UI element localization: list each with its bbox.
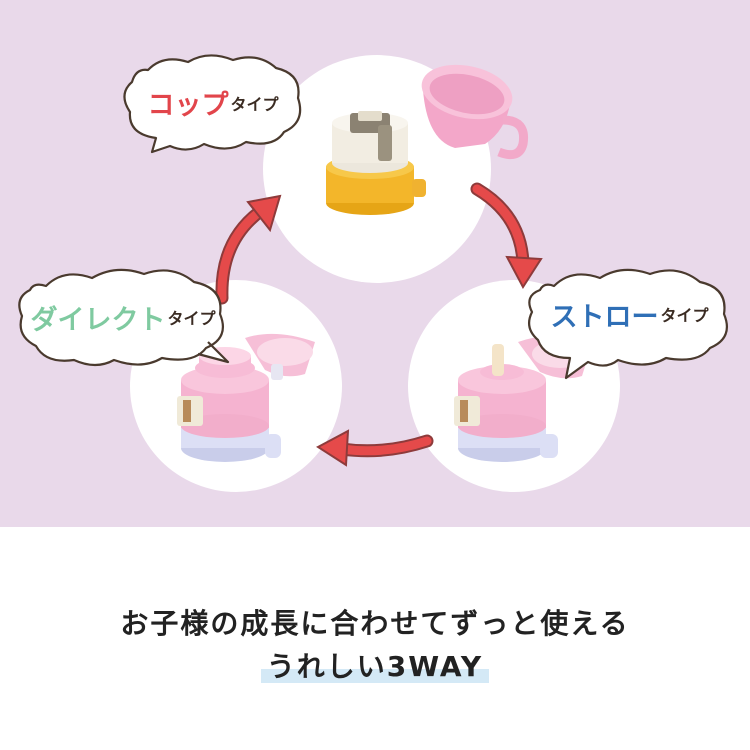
- straw-type-main-text: ストロー: [550, 301, 659, 333]
- direct-type-main-text: ダイレクト: [30, 304, 166, 336]
- straw-type-label: ストロータイプ: [522, 262, 737, 366]
- straw-type-bubble: ストロータイプ: [522, 262, 737, 380]
- cup-type-bubble: コップタイプ: [118, 50, 308, 155]
- straw-type-suffix-text: タイプ: [660, 306, 709, 325]
- cup-type-main-text: コップ: [147, 90, 229, 121]
- pink-cup-image: [421, 64, 529, 160]
- caption-line-1: お子様の成長に合わせてずっと使える: [120, 607, 630, 640]
- arrow-cup-to-straw: [470, 182, 543, 289]
- arrow-straw-to-direct: [316, 429, 434, 467]
- arrow-direct-to-cup: [215, 194, 282, 305]
- cup-type-label: コップタイプ: [118, 50, 308, 155]
- caption-line-2-wrapper: うれしい3WAY: [0, 645, 750, 685]
- illustration-panel: コップタイプ ダイレクトタイプ ストロータイプ: [0, 0, 750, 527]
- cup-type-cap-image: [326, 111, 426, 215]
- cup-type-suffix-text: タイプ: [230, 94, 279, 114]
- direct-type-label: ダイレクトタイプ: [12, 262, 234, 372]
- direct-type-cap-image: [177, 333, 315, 462]
- direct-type-suffix-text: タイプ: [167, 309, 216, 328]
- direct-type-bubble: ダイレクトタイプ: [12, 262, 234, 372]
- caption-line-2: うれしい3WAY: [260, 650, 490, 683]
